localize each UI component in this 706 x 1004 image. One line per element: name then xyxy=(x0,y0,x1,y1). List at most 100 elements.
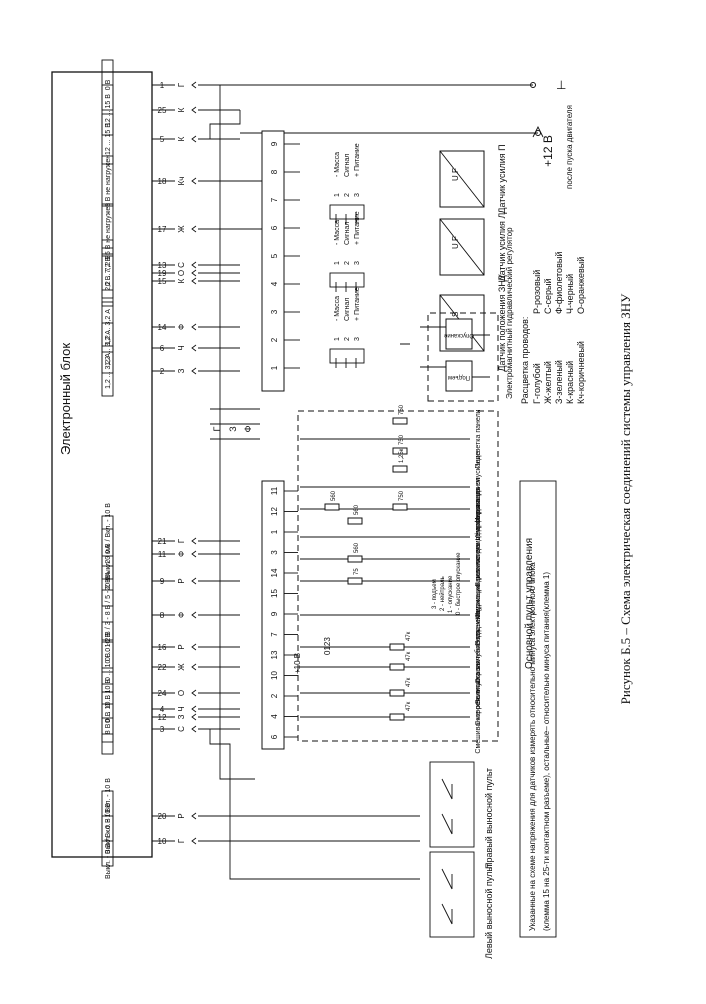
panel-item-label: Индикация подъем xyxy=(475,478,482,540)
resistor-value: 750 xyxy=(399,434,405,445)
sensor-pin-label: - Масса xyxy=(334,220,341,245)
sensor-name: Датчик усилия П xyxy=(497,144,507,213)
svg-text:5: 5 xyxy=(160,135,165,144)
lower-connector-pin: 9 xyxy=(270,611,279,616)
bus-label-f: Ф xyxy=(243,425,253,432)
eu-voltage-label: 7,2 В xyxy=(105,257,112,274)
sensor-pin-number: 3 xyxy=(354,193,361,197)
eu-voltage-label: 0 В xyxy=(105,275,112,286)
legend-item: К-красный xyxy=(565,361,575,404)
svg-text:21: 21 xyxy=(158,537,167,546)
upper-connector-pin: 5 xyxy=(270,253,279,258)
lower-connector-pin: 13 xyxy=(270,650,279,659)
upper-connector-pin: 3 xyxy=(270,309,279,314)
resistor: 750 xyxy=(392,434,408,455)
legend-item: Кч-коричневый xyxy=(576,341,586,404)
resistor: 560 xyxy=(347,504,363,525)
resistor-value: 560 xyxy=(354,504,360,515)
upper-connector-pin: 8 xyxy=(270,169,279,174)
eu-wire-letter: Ф xyxy=(177,612,186,618)
resistor-value: 750 xyxy=(399,490,405,501)
eu-voltage-label: 0 - 2 В / 3 - 8 В / 5 - 2 В xyxy=(105,578,112,652)
sensor-pin-number: 1 xyxy=(334,337,341,341)
sensor-pin-label: Сигнал xyxy=(344,222,351,245)
panel-item-label: Величина заглубления xyxy=(474,630,482,704)
upper-connector-pin: 9 xyxy=(270,141,279,146)
panel-item-label: Ограничение подъема xyxy=(475,610,482,683)
lower-connector-pin: 15 xyxy=(270,589,279,598)
right-remote-name: Правый выносной пульт xyxy=(484,768,494,869)
upper-connector-pin: 1 xyxy=(270,365,279,370)
sensor-name: Датчик усилия Л xyxy=(497,213,507,282)
eu-wire-letter: Ф xyxy=(177,551,186,557)
eu-voltage-label: 5 В не нагружен xyxy=(105,155,112,207)
bus-label-g: Г xyxy=(212,426,222,431)
eu-voltage-label: 1,2 ... 3,2 А xyxy=(105,330,112,366)
resistor: 750 xyxy=(392,404,408,425)
svg-text:13: 13 xyxy=(158,261,167,270)
regulator-coil-up: Подъем xyxy=(448,374,470,380)
panel-item-label: Смешивание режимов xyxy=(475,680,482,753)
figure-caption: Рисунок Б.5 – Схема электрическая соедин… xyxy=(618,293,633,704)
eu-terminal-13: 13 7,2 В С xyxy=(101,239,240,291)
pot-value: 47к xyxy=(406,651,412,661)
resistor: 1,25к xyxy=(392,448,408,473)
svg-text:1: 1 xyxy=(160,81,165,90)
upper-connector xyxy=(261,130,285,392)
eu-voltage-label: 5 В не нагружен xyxy=(105,203,112,255)
eu-voltage-label: 20 мА xyxy=(105,544,112,564)
eu-voltage-label: 12 ... 15 В xyxy=(105,123,112,155)
wire-bus xyxy=(209,84,538,880)
lower-connector-pin: 12 xyxy=(270,507,279,516)
eu-wire-letter: С xyxy=(177,262,186,268)
eu-wire-letter: Ж xyxy=(177,225,186,233)
note-line2: (клемма 15 на 25-ти контактном разъеме),… xyxy=(542,572,551,931)
eu-wire-letter: О xyxy=(177,270,186,276)
svg-text:16: 16 xyxy=(158,643,167,652)
potentiometer: 47к xyxy=(389,677,412,697)
note-line1: Указанные на схеме напряжения для датчик… xyxy=(528,562,537,931)
sensor-pin-number: 3 xyxy=(354,261,361,265)
note-box xyxy=(519,480,557,938)
legend-item: О-оранжевый xyxy=(576,257,586,314)
panel-item-label: Подсветка панели xyxy=(475,409,482,468)
eu-wire-letter: Р xyxy=(177,813,186,818)
mode-switch-label: 1 - опускание xyxy=(448,575,454,613)
resistor: 560 xyxy=(324,490,340,511)
eu-wire-letter: Г xyxy=(177,538,186,543)
pot-value: 47к xyxy=(406,677,412,687)
sensor-pin-number: 3 xyxy=(354,337,361,341)
svg-text:20: 20 xyxy=(158,812,167,821)
resistor-value: 560 xyxy=(331,490,337,501)
potentiometer: 47к xyxy=(389,651,412,671)
eu-wire-letter: Ч xyxy=(177,345,186,350)
eu-wire-letter: Р xyxy=(177,644,186,649)
lower-connector-pin: 4 xyxy=(270,714,279,719)
potentiometer: 47к xyxy=(389,631,412,651)
eu-wire-letter: Г xyxy=(177,838,186,843)
eu-wire-letter: Г xyxy=(177,82,186,87)
eu-voltage-label: 1,2 ... 3,2 А xyxy=(105,353,112,389)
eu-voltage-label: 0 ... 10 В xyxy=(105,679,112,707)
eu-voltage-label: 0 ... 10 В xyxy=(105,653,112,681)
svg-text:10: 10 xyxy=(158,837,167,846)
resistor-value: 560 xyxy=(354,542,360,553)
panel-item-label: Индикация диагностики xyxy=(475,542,482,620)
ground-symbol: ⊥ xyxy=(556,78,566,92)
legend-item: С-серый xyxy=(543,278,553,314)
